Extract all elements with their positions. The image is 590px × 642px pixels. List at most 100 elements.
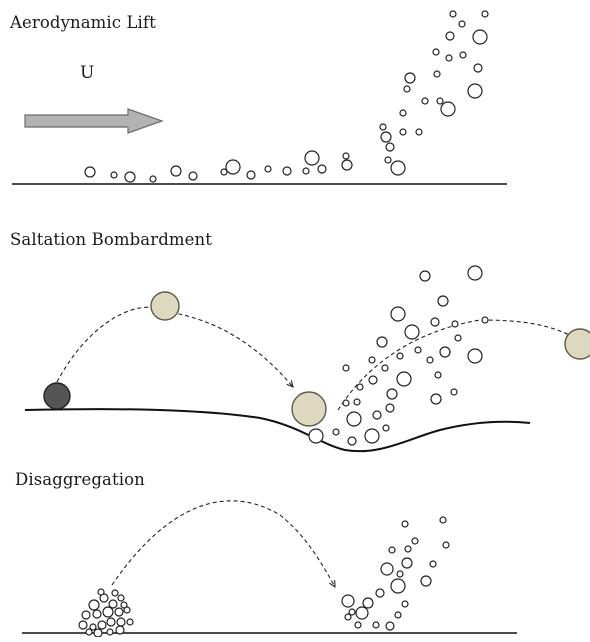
panel-disaggregation xyxy=(22,500,517,638)
particle xyxy=(399,109,407,117)
particle xyxy=(433,70,441,78)
particle xyxy=(110,171,118,179)
particle xyxy=(396,352,404,360)
particle xyxy=(102,606,114,618)
particle xyxy=(442,541,450,549)
start-grain xyxy=(43,382,71,410)
particle xyxy=(220,168,228,176)
particle xyxy=(411,537,419,545)
particle xyxy=(430,317,440,327)
particle-group xyxy=(84,10,489,183)
particle xyxy=(368,375,378,385)
particle xyxy=(97,588,105,596)
particle xyxy=(380,562,394,576)
panel-saltation-bombardment xyxy=(24,265,590,453)
particle xyxy=(354,621,362,629)
particle xyxy=(341,594,355,608)
particle xyxy=(348,608,356,616)
particle xyxy=(81,610,91,620)
panel-title-aerodynamic-lift: Aerodynamic Lift xyxy=(10,13,156,32)
particle xyxy=(353,398,361,406)
particle xyxy=(403,85,411,93)
trajectory-dashed xyxy=(111,500,335,587)
particle xyxy=(84,166,96,178)
particle xyxy=(282,166,292,176)
particle xyxy=(149,175,157,183)
ground-surface xyxy=(24,408,531,453)
particle xyxy=(342,399,350,407)
flow-velocity-label: U xyxy=(80,63,95,83)
particle xyxy=(106,617,116,627)
particle xyxy=(385,142,395,152)
particle xyxy=(451,320,459,328)
particle xyxy=(308,428,324,444)
particle xyxy=(372,621,380,629)
particle xyxy=(344,613,352,621)
particle xyxy=(388,546,396,554)
particle xyxy=(93,628,103,638)
particle xyxy=(78,620,88,630)
particle xyxy=(355,606,369,620)
particle xyxy=(347,436,357,446)
particle xyxy=(381,364,389,372)
particle xyxy=(379,123,387,131)
particle xyxy=(404,545,412,553)
particle xyxy=(467,265,483,281)
particle xyxy=(117,594,125,602)
particle xyxy=(401,600,409,608)
particle xyxy=(108,599,118,609)
panel-title-disaggregation: Disaggregation xyxy=(15,470,145,489)
particle xyxy=(342,364,350,372)
particle xyxy=(390,306,406,322)
particle xyxy=(437,295,449,307)
particle xyxy=(85,628,93,636)
particle xyxy=(332,428,340,436)
particle xyxy=(426,356,434,364)
particle xyxy=(302,167,310,175)
rebound-grain xyxy=(564,328,590,360)
particle xyxy=(394,611,402,619)
particle xyxy=(436,97,444,105)
particle xyxy=(401,520,409,528)
particle xyxy=(114,607,124,617)
particle xyxy=(429,560,437,568)
particle xyxy=(421,97,429,105)
particle xyxy=(304,150,320,166)
particle xyxy=(317,164,327,174)
particle xyxy=(375,588,385,598)
particle xyxy=(342,152,350,160)
particle xyxy=(364,428,380,444)
particle xyxy=(419,270,431,282)
particle xyxy=(459,51,467,59)
particle xyxy=(99,593,109,603)
particle xyxy=(97,620,107,630)
particle xyxy=(449,10,457,18)
flow-arrow-icon xyxy=(24,108,164,134)
particle xyxy=(115,625,125,635)
particle xyxy=(385,403,395,413)
apex-grain xyxy=(150,291,180,321)
particle xyxy=(401,557,413,569)
particle xyxy=(472,29,488,45)
particle xyxy=(124,171,136,183)
particle xyxy=(385,621,395,631)
particle xyxy=(264,165,272,173)
particle xyxy=(434,371,442,379)
impact-grain xyxy=(291,391,327,427)
particle xyxy=(89,623,97,631)
particle xyxy=(170,165,182,177)
particle xyxy=(246,170,256,180)
particle xyxy=(467,348,483,364)
particle xyxy=(415,128,423,136)
particle xyxy=(439,516,447,524)
particle xyxy=(390,578,406,594)
particle xyxy=(404,324,420,340)
particle xyxy=(384,156,392,164)
particle xyxy=(454,334,462,342)
particle-group xyxy=(341,516,450,631)
particle xyxy=(399,128,407,136)
particle xyxy=(445,31,455,41)
particle xyxy=(225,159,241,175)
